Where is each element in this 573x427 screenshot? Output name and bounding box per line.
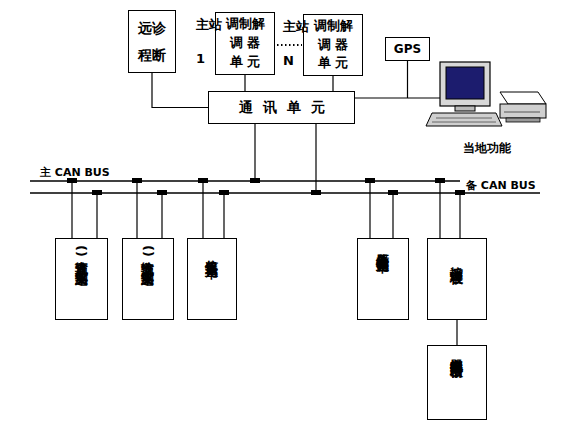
box-label: 遥控 管理板 [447, 256, 467, 302]
bus-tap [311, 190, 321, 195]
computer-link [408, 97, 442, 98]
box-label: 遥信采集 单元 [202, 250, 222, 308]
station-heading: 主站 1 [196, 8, 224, 76]
module-box: 中间继电器 输出板 [427, 345, 487, 420]
module-drops [72, 181, 460, 238]
module-box: 遥控 管理板 [427, 238, 487, 320]
box-label: 变压器分头 调整单元 [373, 244, 393, 314]
connector-line [332, 76, 333, 91]
box-label: 调制解 调 器 单 元 [312, 17, 354, 74]
box-label: (交流输入) 遥测采集 [138, 245, 158, 313]
station-heading: 主站 N [283, 10, 311, 78]
device-label: 当地功能 [463, 140, 511, 157]
bus-drop [315, 124, 316, 193]
module-box: 主站 N调制解 调 器 单 元 [303, 14, 363, 76]
module-box: 变压器分头 调整单元 [357, 238, 409, 320]
connector-line [152, 73, 208, 108]
module-box: 远诊 程断 [128, 10, 176, 73]
dotted-ellipsis [277, 44, 302, 46]
connector-line [456, 320, 457, 345]
module-box: 遥信采集 单元 [187, 238, 237, 320]
computer-icon [426, 62, 502, 126]
main-bus-line [30, 180, 460, 182]
bus-tap [250, 178, 260, 183]
box-label: 远诊 程断 [137, 15, 167, 68]
box-label: 通讯单元 [229, 99, 335, 117]
module-box: (交流输入) 遥测采集 [122, 238, 174, 320]
module-box: GPS [385, 37, 430, 61]
bus-label: 主 CAN BUS [40, 165, 110, 180]
bus-taps [67, 178, 465, 195]
box-label: 调制解 调 器 单 元 [224, 15, 266, 72]
bus-label: 备 CAN BUS [466, 178, 536, 193]
printer-icon [500, 92, 546, 122]
box-label: (直流输入) 遥测采集 [72, 245, 92, 313]
box-label: GPS [394, 42, 421, 56]
module-box: 主站 1调制解 调 器 单 元 [215, 12, 275, 75]
bus-drop [254, 124, 255, 181]
connector-line [244, 75, 245, 91]
module-box: 通讯单元 [208, 91, 355, 124]
box-label: 中间继电器 输出板 [447, 349, 467, 417]
module-box: (直流输入) 遥测采集 [55, 238, 108, 320]
